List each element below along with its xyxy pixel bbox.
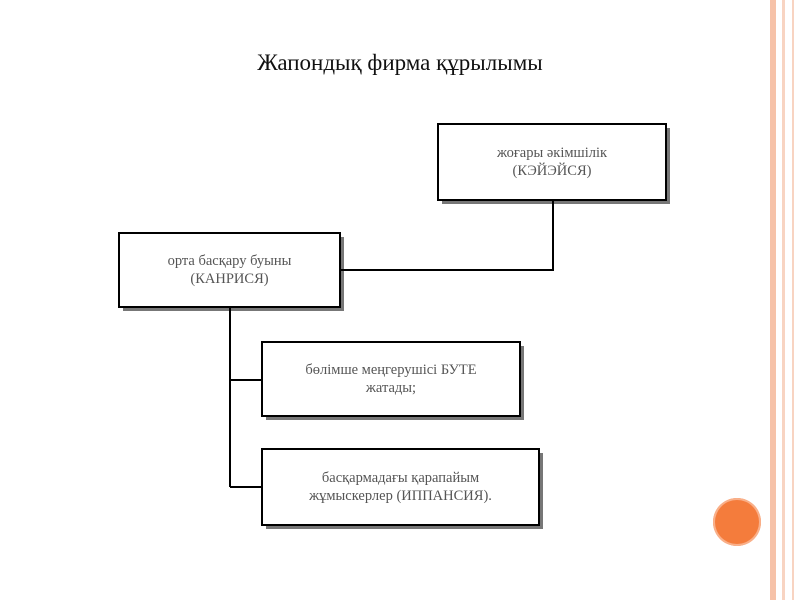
connector-top-middle: [339, 200, 554, 271]
workers-box-line2: жұмыскерлер (ИППАНСИЯ).: [309, 488, 492, 504]
right-stripe-inner: [782, 0, 785, 600]
connectors: [229, 200, 554, 488]
workers-box: [261, 448, 540, 526]
top-box-line2: (КЭЙЭЙСЯ): [512, 163, 592, 179]
dept-box-line2: жатады;: [365, 380, 417, 396]
workers-box-line1: басқармадағы қарапайым: [321, 469, 480, 486]
middle-box-line2: (КАНРИСЯ): [190, 271, 269, 287]
top-box-label: жоғары әкімшілік (КЭЙЭЙСЯ): [438, 124, 666, 200]
dept-box-line1: бөлімше меңгерушісі БУТЕ: [305, 361, 477, 378]
page-title: Жапондық фирма құрылымы: [257, 50, 543, 75]
workers-box-label: басқармадағы қарапайым жұмыскерлер (ИППА…: [262, 449, 539, 525]
middle-box: [118, 232, 341, 308]
right-stripe-edge: [792, 0, 794, 600]
top-box: [437, 123, 667, 201]
top-box-line1: жоғары әкімшілік: [496, 144, 608, 161]
right-stripe-outer: [770, 0, 776, 600]
middle-box-line1: орта басқару буыны: [167, 252, 292, 269]
middle-box-label: орта басқару буыны (КАНРИСЯ): [119, 233, 340, 307]
dept-box-label: бөлімше меңгерушісі БУТЕ жатады;: [262, 342, 520, 416]
dept-box: [261, 341, 521, 417]
orange-circle-icon: [713, 498, 761, 546]
